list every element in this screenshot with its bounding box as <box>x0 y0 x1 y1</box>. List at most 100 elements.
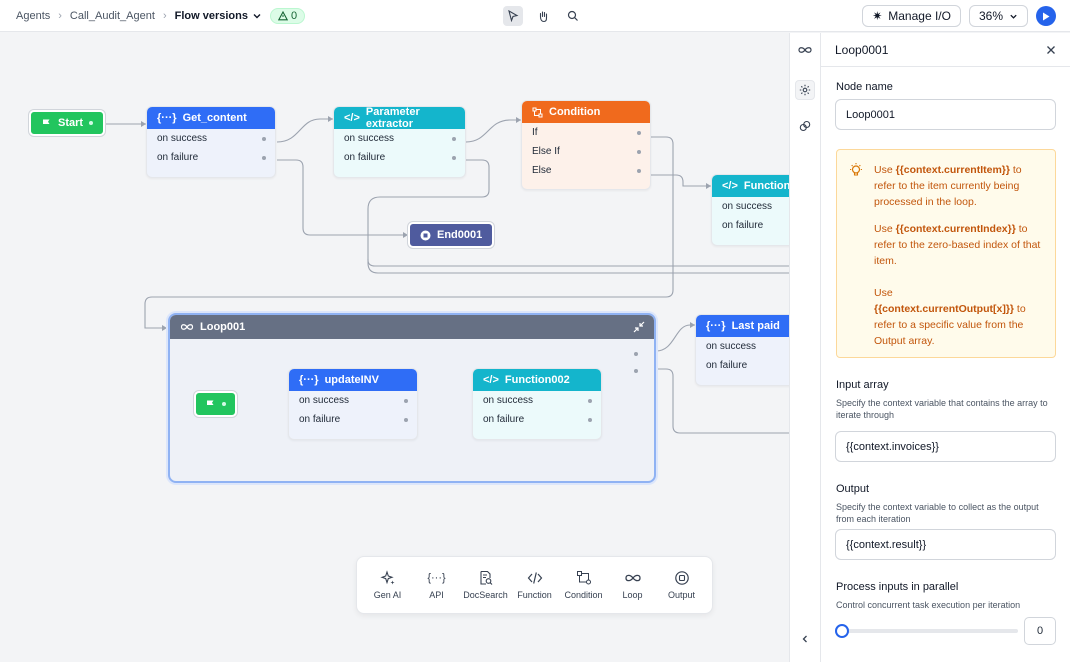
pan-tool-button[interactable] <box>533 6 553 26</box>
input-array-input[interactable]: {{context.invoices}} <box>835 431 1056 462</box>
row-label: on success <box>706 341 757 352</box>
handle-dot[interactable] <box>637 168 641 173</box>
handle-dot[interactable] <box>452 136 456 141</box>
node-header: {···} Last paid <box>696 315 789 337</box>
handle-dot[interactable] <box>262 155 266 160</box>
node-function-top[interactable]: </> Function00 on success on failure <box>711 174 789 246</box>
lightbulb-icon <box>850 163 862 176</box>
parallel-slider-track[interactable] <box>836 629 1018 633</box>
link-icon <box>799 120 811 132</box>
select-tool-button[interactable] <box>503 6 523 26</box>
run-button[interactable] <box>1036 6 1056 26</box>
loop-container[interactable]: Loop001 {···} updateINV on success on fa… <box>168 313 656 483</box>
node-output-success[interactable]: on success <box>289 391 417 410</box>
palette-output[interactable]: Output <box>658 570 706 600</box>
parallel-count-input[interactable]: 0 <box>1024 617 1056 645</box>
node-title: Condition <box>549 106 601 118</box>
node-parameter-extractor[interactable]: </> Parameter extractor on success on fa… <box>333 106 466 178</box>
tip-current-index: Use {{context.currentIndex}} to refer to… <box>874 221 1043 269</box>
node-get-content[interactable]: {···} Get_content on success on failure <box>146 106 276 178</box>
node-output-failure[interactable]: on failure <box>696 356 789 375</box>
handle-dot[interactable] <box>588 417 592 422</box>
settings-tab-button[interactable] <box>795 80 815 100</box>
handle-dot[interactable] <box>404 398 408 403</box>
breadcrumb-agents[interactable]: Agents <box>16 9 51 22</box>
flow-canvas[interactable]: Start {···} Get_content on success on fa… <box>0 33 789 662</box>
loop-start-node[interactable] <box>194 391 237 417</box>
node-output-success[interactable]: on success <box>334 129 465 148</box>
search-tool-button[interactable] <box>563 6 583 26</box>
node-title: Last paid <box>731 320 780 332</box>
warning-badge[interactable]: 0 <box>269 7 306 24</box>
start-node[interactable]: Start <box>29 110 106 136</box>
tip-text: to refer to the item currently being pro… <box>874 164 1022 208</box>
output-label: Output <box>836 483 870 495</box>
node-output-failure[interactable]: on failure <box>289 410 417 429</box>
loop-tab-button[interactable] <box>795 40 815 60</box>
parallel-slider-knob[interactable] <box>835 624 849 638</box>
edge-loop-lastpaid <box>655 324 695 352</box>
side-rail <box>789 33 821 662</box>
row-label: on failure <box>157 152 199 163</box>
node-update-inv[interactable]: {···} updateINV on success on failure <box>288 368 418 440</box>
handle-dot[interactable] <box>452 155 456 160</box>
handle-dot[interactable] <box>262 136 266 141</box>
row-label: Else <box>532 165 552 176</box>
node-output-if[interactable]: If <box>522 123 650 142</box>
row-label: on failure <box>483 414 525 425</box>
manage-io-button[interactable]: ✷ Manage I/O <box>862 5 961 27</box>
node-output-else[interactable]: Else <box>522 161 650 180</box>
zoom-dropdown[interactable]: 36% <box>968 5 1028 27</box>
row-label: on success <box>344 133 395 144</box>
node-output-failure[interactable]: on failure <box>473 410 601 429</box>
node-output-success[interactable]: on success <box>147 129 275 148</box>
node-output-else-if[interactable]: Else If <box>522 142 650 161</box>
loop-title: Loop001 <box>200 321 246 333</box>
palette-api[interactable]: {···} API <box>413 570 461 600</box>
node-name-input[interactable]: Loop0001 <box>835 99 1056 130</box>
output-input[interactable]: {{context.result}} <box>835 529 1056 560</box>
close-icon[interactable] <box>1046 45 1056 55</box>
flow-versions-dropdown[interactable]: Flow versions <box>175 10 262 22</box>
palette-genai[interactable]: Gen AI <box>364 570 412 600</box>
warning-icon <box>277 10 288 20</box>
node-output-failure[interactable]: on failure <box>712 216 789 235</box>
cursor-icon <box>508 10 519 22</box>
handle-dot[interactable] <box>634 352 638 356</box>
handle-dot[interactable] <box>637 149 641 154</box>
node-function002[interactable]: </> Function002 on success on failure <box>472 368 602 440</box>
collapse-panel-button[interactable] <box>795 629 815 649</box>
handle-dot[interactable] <box>588 398 592 403</box>
node-output-success[interactable]: on success <box>473 391 601 410</box>
palette-condition[interactable]: Condition <box>560 570 608 600</box>
breadcrumb-agent[interactable]: Call_Audit_Agent <box>69 9 155 22</box>
flag-icon <box>207 400 214 409</box>
doc-search-icon <box>479 570 492 585</box>
link-tab-button[interactable] <box>795 116 815 136</box>
code-icon <box>527 572 542 584</box>
palette-docsearch[interactable]: DocSearch <box>462 570 510 600</box>
end-node[interactable]: End0001 <box>408 222 495 248</box>
input-array-label: Input array <box>836 379 889 391</box>
node-output-success[interactable]: on success <box>712 197 789 216</box>
node-output-failure[interactable]: on failure <box>147 148 275 167</box>
palette-loop[interactable]: Loop <box>609 570 657 600</box>
edge-condition-else-loop <box>144 136 674 329</box>
node-header: {···} updateINV <box>289 369 417 391</box>
row-label: on failure <box>299 414 341 425</box>
handle-dot[interactable] <box>637 130 641 135</box>
collapse-icon[interactable] <box>633 321 645 333</box>
handle-dot[interactable] <box>404 417 408 422</box>
node-condition[interactable]: Condition If Else If Else <box>521 100 651 190</box>
tip-text: Use <box>874 223 896 235</box>
tip-variable: {{context.currentIndex}} <box>895 223 1016 235</box>
hand-icon <box>539 10 547 22</box>
node-output-success[interactable]: on success <box>696 337 789 356</box>
palette-function[interactable]: Function <box>511 570 559 600</box>
node-output-failure[interactable]: on failure <box>334 148 465 167</box>
handle-dot[interactable] <box>634 369 638 373</box>
breadcrumb-current: Flow versions <box>174 9 248 22</box>
panel-header: Loop0001 <box>821 33 1070 67</box>
edge-end-line <box>367 259 789 274</box>
node-last-paid[interactable]: {···} Last paid on success on failure <box>695 314 789 386</box>
